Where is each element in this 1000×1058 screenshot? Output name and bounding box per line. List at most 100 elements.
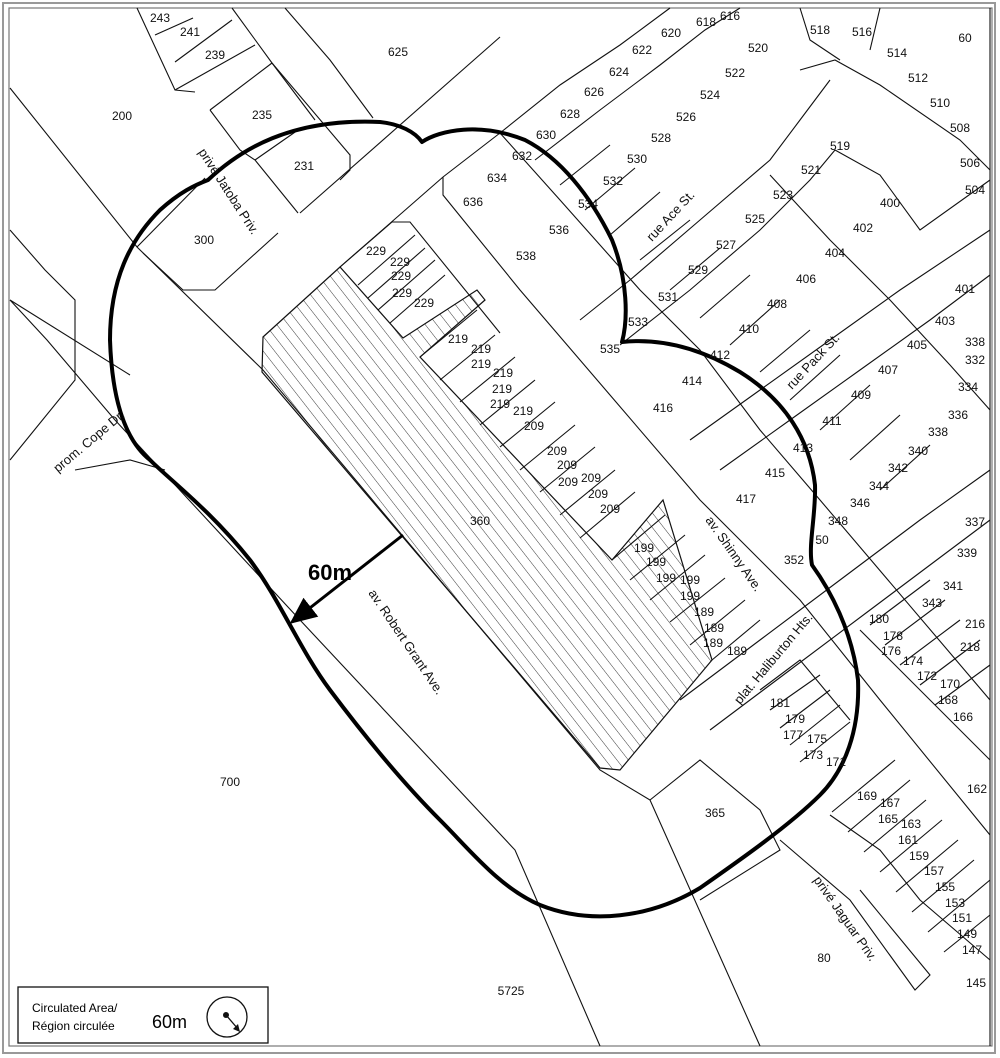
radius-label: 60m <box>308 560 352 585</box>
parcel-number: 209 <box>588 487 608 501</box>
parcel-number: 199 <box>634 541 654 555</box>
parcel-number: 209 <box>600 502 620 516</box>
parcel-number: 189 <box>704 621 724 635</box>
parcel-number: 526 <box>676 110 696 124</box>
parcel-number: 634 <box>487 171 507 185</box>
parcel-number: 153 <box>945 896 965 910</box>
parcel-number: 209 <box>557 458 577 472</box>
parcel-number: 229 <box>366 244 386 258</box>
parcel-number: 161 <box>898 833 918 847</box>
parcel-number: 624 <box>609 65 629 79</box>
parcel-number: 415 <box>765 466 785 480</box>
parcel-number: 199 <box>680 573 700 587</box>
street-label-robert-grant: av. Robert Grant Ave. <box>366 586 448 697</box>
parcel-number: 219 <box>490 397 510 411</box>
parcel-number: 209 <box>581 471 601 485</box>
parcel-number: 529 <box>688 263 708 277</box>
parcel-number: 620 <box>661 26 681 40</box>
parcel-number: 344 <box>869 479 889 493</box>
parcel-number: 162 <box>967 782 987 796</box>
parcel-number: 341 <box>943 579 963 593</box>
parcel-number: 348 <box>828 514 848 528</box>
parcel-number: 219 <box>493 366 513 380</box>
parcel-number: 360 <box>470 514 490 528</box>
parcel-number: 340 <box>908 444 928 458</box>
parcel-number: 200 <box>112 109 132 123</box>
parcel-number: 80 <box>817 951 831 965</box>
parcel-number: 149 <box>957 927 977 941</box>
parcel-number: 168 <box>938 693 958 707</box>
parcel-number: 219 <box>448 332 468 346</box>
parcel-number: 177 <box>783 728 803 742</box>
parcel-number: 50 <box>815 533 829 547</box>
parcel-number: 229 <box>391 269 411 283</box>
parcel-number: 632 <box>512 149 532 163</box>
parcel-number: 404 <box>825 246 845 260</box>
parcel-number: 166 <box>953 710 973 724</box>
parcel-number: 508 <box>950 121 970 135</box>
parcel-number: 416 <box>653 401 673 415</box>
parcel-number: 189 <box>727 644 747 658</box>
street-label-jatoba: privé Jatoba Priv. <box>195 145 262 237</box>
parcel-number: 521 <box>801 163 821 177</box>
parcel-number: 626 <box>584 85 604 99</box>
parcel-number: 406 <box>796 272 816 286</box>
parcel-number: 300 <box>194 233 214 247</box>
parcel-number: 199 <box>656 571 676 585</box>
parcel-number: 636 <box>463 195 483 209</box>
street-label-shinny: av. Shinny Ave. <box>703 513 766 594</box>
parcel-number: 628 <box>560 107 580 121</box>
parcel-number: 510 <box>930 96 950 110</box>
parcel-number: 518 <box>810 23 830 37</box>
parcel-number: 235 <box>252 108 272 122</box>
parcel-number: 622 <box>632 43 652 57</box>
parcel-number: 401 <box>955 282 975 296</box>
parcel-number: 165 <box>878 812 898 826</box>
parcel-number: 209 <box>547 444 567 458</box>
parcel-number: 159 <box>909 849 929 863</box>
parcel-number: 531 <box>658 290 678 304</box>
parcel-number: 536 <box>549 223 569 237</box>
radius-circle-icon <box>206 996 248 1038</box>
parcel-number: 163 <box>901 817 921 831</box>
parcel-number: 532 <box>603 174 623 188</box>
parcel-number: 700 <box>220 775 240 789</box>
parcel-number: 218 <box>960 640 980 654</box>
parcel-number: 625 <box>388 45 408 59</box>
parcel-number: 417 <box>736 492 756 506</box>
parcel-number: 219 <box>513 404 533 418</box>
parcel-number: 534 <box>578 197 598 211</box>
parcel-number: 147 <box>962 943 982 957</box>
parcel-number: 170 <box>940 677 960 691</box>
street-label-cope: prom. Cope Dr. <box>50 407 127 475</box>
parcel-number: 336 <box>948 408 968 422</box>
parcel-number: 516 <box>852 25 872 39</box>
parcel-number: 229 <box>390 255 410 269</box>
parcel-number: 199 <box>646 555 666 569</box>
parcel-number: 512 <box>908 71 928 85</box>
parcel-number: 175 <box>807 732 827 746</box>
parcel-number: 533 <box>628 315 648 329</box>
parcel-number: 346 <box>850 496 870 510</box>
parcel-number: 243 <box>150 11 170 25</box>
parcel-number: 229 <box>392 286 412 300</box>
legend-radius: 60m <box>152 1012 187 1032</box>
parcel-number: 339 <box>957 546 977 560</box>
parcel-number: 209 <box>558 475 578 489</box>
inner-frame <box>8 7 993 1047</box>
parcel-number: 209 <box>524 419 544 433</box>
parcel-number: 338 <box>965 335 985 349</box>
parcel-number: 189 <box>694 605 714 619</box>
parcel-number: 411 <box>822 414 841 428</box>
legend-line2: Région circulée <box>32 1019 115 1033</box>
parcel-number: 176 <box>881 644 901 658</box>
parcel-number: 538 <box>516 249 536 263</box>
parcel-number: 199 <box>680 589 700 603</box>
parcel-number: 219 <box>492 382 512 396</box>
parcel-number: 506 <box>960 156 980 170</box>
parcel-number: 229 <box>414 296 434 310</box>
parcel-number: 151 <box>952 911 972 925</box>
parcel-number: 332 <box>965 353 985 367</box>
parcel-number: 530 <box>627 152 647 166</box>
